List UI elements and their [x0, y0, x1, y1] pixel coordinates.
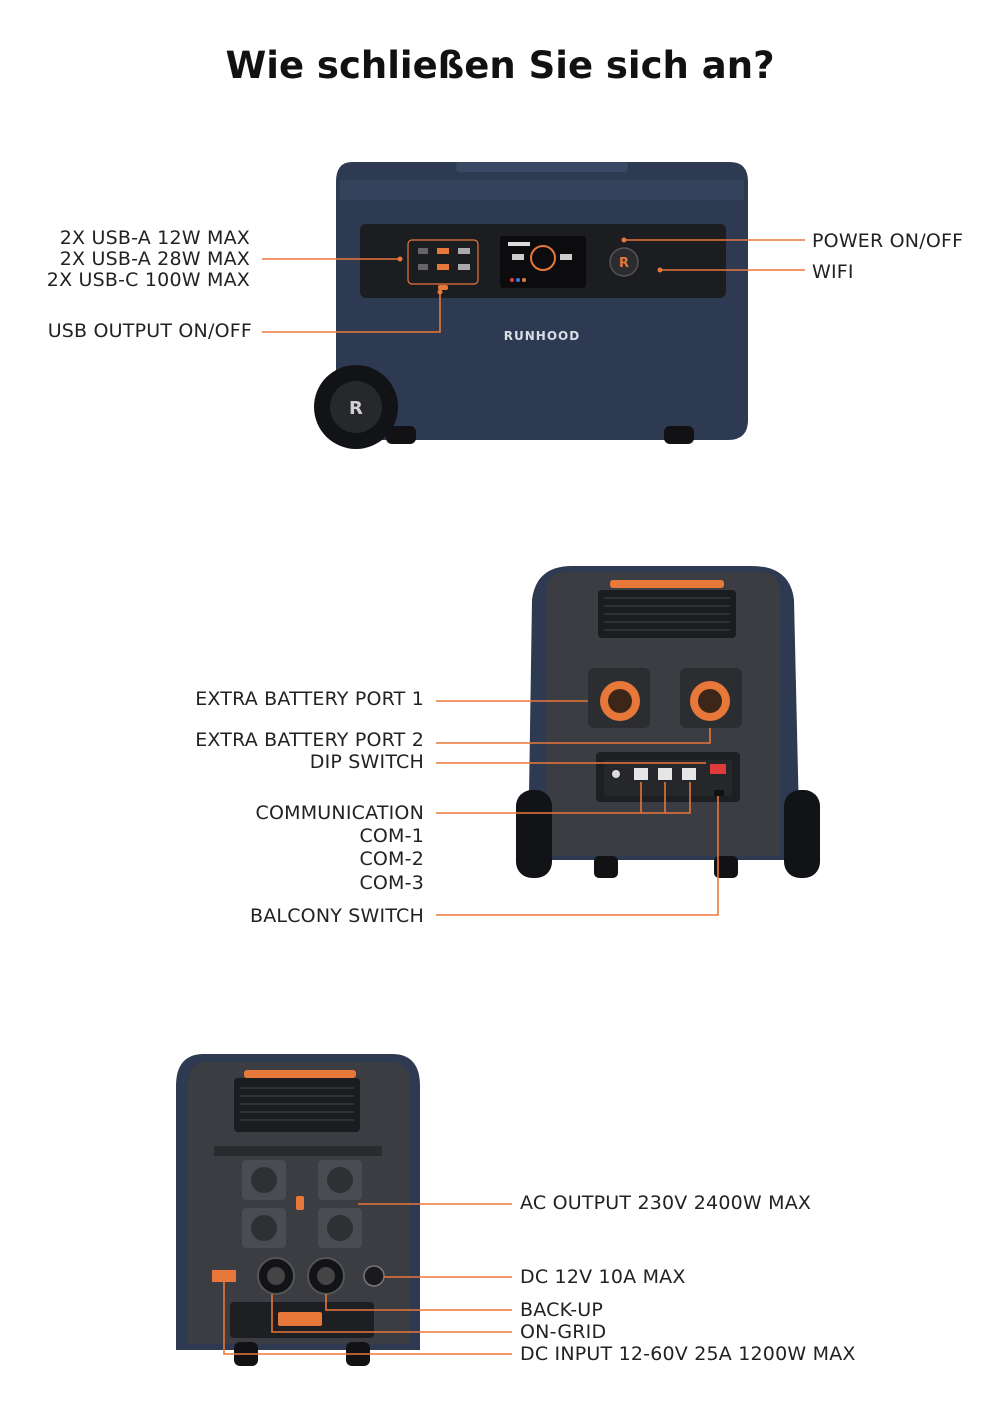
page-title: Wie schließen Sie sich an?	[225, 44, 775, 87]
label-dc-input: DC INPUT 12-60V 25A 1200W MAX	[520, 1343, 856, 1365]
com-port-1	[634, 768, 648, 780]
label-usb-output-switch: USB OUTPUT ON/OFF	[47, 320, 252, 342]
label-usb-a-28w: 2X USB-A 28W MAX	[59, 248, 250, 270]
usb-port-cluster	[407, 239, 479, 285]
com-port-2	[658, 768, 672, 780]
label-extra-battery-port-1: EXTRA BATTERY PORT 1	[195, 688, 424, 710]
balcony-switch	[714, 790, 724, 796]
label-back-up: BACK-UP	[520, 1299, 604, 1321]
power-button	[609, 247, 639, 277]
label-balcony-switch: BALCONY SWITCH	[250, 905, 424, 927]
ac-outlets	[242, 1160, 362, 1248]
label-ac-output: AC OUTPUT 230V 2400W MAX	[520, 1192, 812, 1214]
dc-input-port	[212, 1270, 236, 1282]
dip-switch	[710, 764, 726, 774]
label-wifi: WIFI	[812, 261, 854, 283]
label-power-switch: POWER ON/OFF	[812, 230, 964, 252]
usb-output-switch	[438, 285, 448, 290]
dc-12v-port	[363, 1265, 385, 1287]
label-com-3: COM-3	[359, 872, 424, 894]
com-port-3	[682, 768, 696, 780]
power-station-front-view: R RUNHOOD R	[262, 162, 805, 449]
power-station-rear-view-bottom	[176, 1054, 512, 1366]
power-station-rear-view-top	[436, 566, 820, 916]
display-screen	[500, 236, 586, 288]
label-communication: COMMUNICATION	[255, 802, 424, 824]
handle-accent	[610, 580, 724, 588]
svg-text:R: R	[349, 398, 363, 419]
label-dc-12v: DC 12V 10A MAX	[520, 1266, 686, 1288]
brand-logo: RUNHOOD	[504, 329, 580, 343]
label-usb-c-100w: 2X USB-C 100W MAX	[46, 269, 250, 291]
label-on-grid: ON-GRID	[520, 1321, 607, 1343]
label-extra-battery-port-2: EXTRA BATTERY PORT 2	[195, 729, 424, 751]
label-com-1: COM-1	[359, 825, 424, 847]
label-dip-switch: DIP SWITCH	[309, 751, 424, 773]
svg-text:R: R	[619, 256, 629, 271]
label-usb-a-12w: 2X USB-A 12W MAX	[59, 227, 250, 249]
label-com-2: COM-2	[359, 848, 424, 870]
